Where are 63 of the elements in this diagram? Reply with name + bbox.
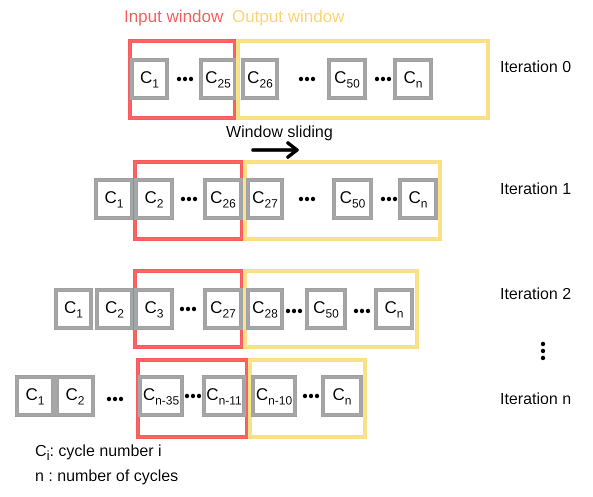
cycle-cell (202, 375, 246, 417)
cycle-label: C$_{26}$ (210, 188, 236, 210)
cycle-label: C$_{28}$ (252, 298, 278, 320)
cycle-cell (199, 58, 237, 100)
cycle-cell (327, 58, 367, 100)
cycle-cell (251, 375, 297, 417)
cycle-label: C$_{1}$ (26, 386, 44, 406)
cycle-label: C$_{27}$ (252, 188, 278, 210)
cycle-label: C$_{27}$ (210, 298, 236, 320)
cycle-cell (246, 178, 284, 220)
cycle-label: C$_{25}$ (205, 68, 231, 90)
cycle-label: C$_{2}$ (144, 188, 164, 210)
cycle-cell (130, 58, 169, 100)
cycle-cell (134, 288, 174, 330)
window-frame (133, 269, 244, 349)
cycle-label: C$_{1}$ (104, 188, 124, 210)
cycle-cell (241, 58, 279, 100)
cycle-label: C$_{2}$ (66, 386, 84, 406)
cycle-label: C$_{50}$ (340, 188, 366, 210)
window-frame (248, 358, 367, 439)
cycle-cell (332, 178, 373, 220)
cycle-cell (305, 288, 347, 330)
cycle-cell (374, 288, 414, 330)
window-frame (136, 358, 249, 439)
cycle-label: C$_{n}$ (384, 298, 404, 320)
window-frame (243, 269, 419, 349)
cycle-label: C$_{n-35}$ (142, 386, 180, 406)
cycle-cell (94, 178, 134, 220)
window-title: Output window (232, 7, 344, 27)
cycle-label: C$_{50}$ (313, 298, 339, 320)
cycle-cell (95, 288, 134, 330)
legend-note: C$_{i}$: cycle number i (35, 443, 162, 464)
cycle-cell (398, 178, 438, 220)
window-title: Input window (124, 7, 224, 27)
iteration-label: Iteration n (500, 391, 572, 409)
iteration-label: Iteration 1 (500, 181, 572, 199)
cycle-label: C$_{n}$ (404, 68, 422, 90)
cycle-cell (54, 288, 93, 330)
cycle-label: C$_{n-10}$ (256, 386, 292, 406)
window-frame (243, 160, 442, 241)
cycle-label: C$_{3}$ (144, 298, 164, 320)
cycle-cell (203, 178, 243, 220)
legend-note: n : number of cycles (35, 468, 178, 486)
cycle-cell (393, 58, 433, 100)
cycle-label: C$_{2}$ (105, 298, 124, 320)
cycle-cell (138, 375, 184, 417)
iteration-label: Iteration 0 (500, 59, 572, 77)
cycle-cell (246, 288, 284, 330)
cycle-cell (134, 178, 174, 220)
arrow-caption: Window sliding (226, 124, 333, 142)
cycle-label: C$_{1}$ (140, 68, 159, 90)
cycle-label: C$_{n}$ (408, 188, 428, 210)
cycle-cell (15, 375, 55, 417)
window-frame (133, 160, 244, 241)
cycle-label: C$_{26}$ (247, 68, 273, 90)
cycle-label: C$_{n-11}$ (206, 386, 242, 406)
cycle-label: C$_{1}$ (64, 298, 83, 320)
cycle-cell (321, 375, 363, 417)
cycle-cell (55, 375, 95, 417)
cycle-label: C$_{n}$ (332, 386, 352, 406)
cycle-cell (203, 288, 243, 330)
cycle-label: C$_{50}$ (334, 68, 360, 90)
iteration-label: Iteration 2 (500, 286, 572, 304)
